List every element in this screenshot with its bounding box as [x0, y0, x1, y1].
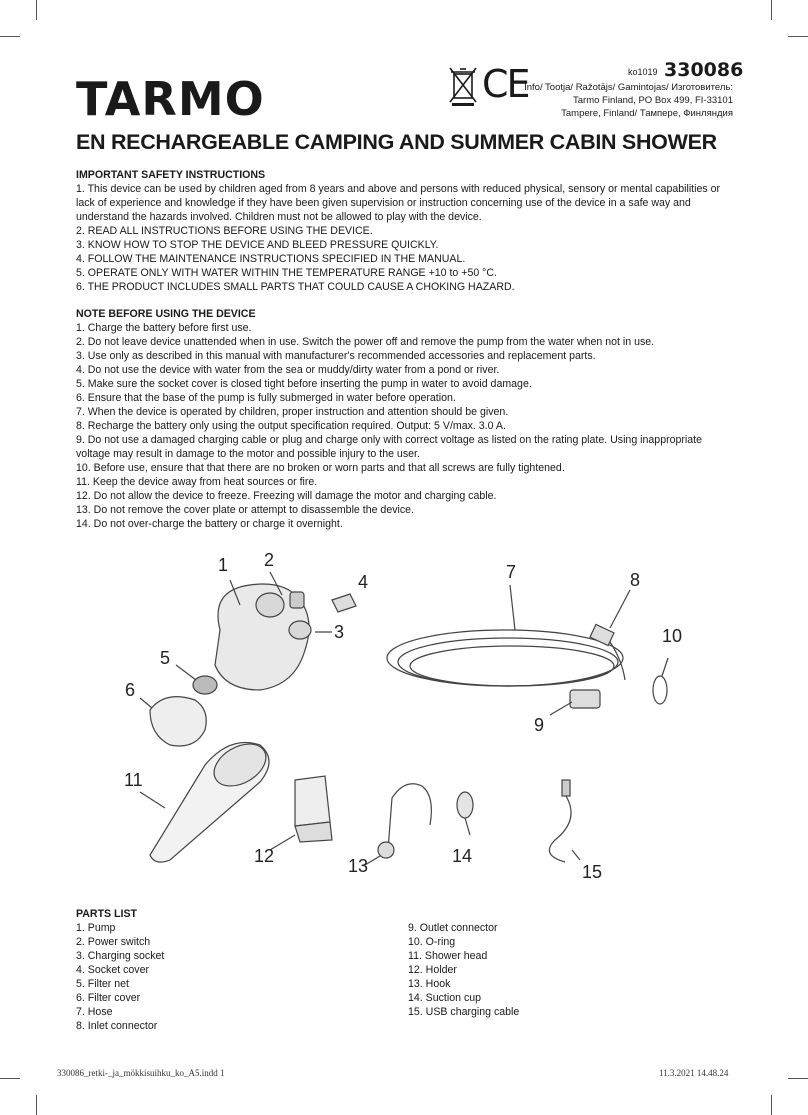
- crop-mark: [36, 0, 37, 20]
- safety-heading: IMPORTANT SAFETY INSTRUCTIONS: [76, 169, 266, 181]
- safety-section: IMPORTANT SAFETY INSTRUCTIONS 1. This de…: [76, 168, 736, 294]
- compliance-marks: [446, 64, 536, 108]
- crop-mark: [0, 1078, 20, 1079]
- info-line: Tarmo Finland, PO Box 499, FI-33101: [573, 95, 733, 106]
- info-line: Tampere, Finland/ Тампере, Финляндия: [561, 108, 733, 119]
- safety-item: 6. THE PRODUCT INCLUDES SMALL PARTS THAT…: [76, 281, 515, 293]
- part-item: 12. Holder: [408, 964, 457, 976]
- info-line: Info/ Tootja/ Ražotājs/ Gamintojas/ Изго…: [524, 82, 733, 93]
- figure-label: 14: [452, 846, 473, 866]
- figure-label: 6: [125, 680, 136, 700]
- safety-item: 4. FOLLOW THE MAINTENANCE INSTRUCTIONS S…: [76, 253, 466, 265]
- part-item: 11. Shower head: [408, 950, 488, 962]
- notes-section: NOTE BEFORE USING THE DEVICE 1. Charge t…: [76, 307, 736, 531]
- note-item: 12. Do not allow the device to freeze. F…: [76, 490, 497, 502]
- figure-label: 7: [506, 562, 517, 582]
- note-item: 13. Do not remove the cover plate or att…: [76, 504, 415, 516]
- brand-logo: TARMO: [76, 72, 265, 126]
- figure-label: 2: [264, 550, 275, 570]
- part-item: 8. Inlet connector: [76, 1020, 158, 1032]
- safety-item: 2. READ ALL INSTRUCTIONS BEFORE USING TH…: [76, 225, 373, 237]
- product-code: 330086: [664, 59, 744, 81]
- crop-mark: [771, 1095, 772, 1115]
- part-item: 1. Pump: [76, 922, 116, 934]
- figure-label: 12: [254, 846, 275, 866]
- part-item: 5. Filter net: [76, 978, 129, 990]
- figure-label: 5: [160, 648, 171, 668]
- crop-mark: [788, 1078, 808, 1079]
- parts-list-col2: 9. Outlet connector 10. O-ring 11. Showe…: [408, 921, 519, 1019]
- part-item: 7. Hose: [76, 1006, 113, 1018]
- note-item: 1. Charge the battery before first use.: [76, 322, 252, 334]
- note-item: 3. Use only as described in this manual …: [76, 350, 596, 362]
- figure-label: 13: [348, 856, 369, 876]
- parts-illustration: 1 2 3 4 5 6 7 8 9 10 11 12 13 14 15: [110, 550, 710, 890]
- note-item: 9. Do not use a damaged charging cable o…: [76, 434, 703, 460]
- parts-drawing: [139, 571, 669, 866]
- figure-label: 15: [582, 862, 603, 882]
- parts-heading: PARTS LIST: [76, 908, 138, 920]
- parts-list-col1: PARTS LIST 1. Pump 2. Power switch 3. Ch…: [76, 907, 164, 1033]
- note-item: 11. Keep the device away from heat sourc…: [76, 476, 318, 488]
- part-item: 3. Charging socket: [76, 950, 165, 962]
- weee-bin-icon: [449, 67, 477, 106]
- figure-label: 11: [124, 770, 143, 790]
- note-item: 7. When the device is operated by childr…: [76, 406, 509, 418]
- part-item: 2. Power switch: [76, 936, 151, 948]
- figure-label: 1: [218, 555, 229, 575]
- footer-date: 11.3.2021 14.48.24: [659, 1068, 729, 1078]
- crop-mark: [771, 0, 772, 20]
- safety-item: 5. OPERATE ONLY WITH WATER WITHIN THE TE…: [76, 267, 498, 279]
- ce-mark: CE: [482, 62, 531, 106]
- note-item: 14. Do not over-charge the battery or ch…: [76, 518, 343, 530]
- page-title: EN RECHARGEABLE CAMPING AND SUMMER CABIN…: [76, 130, 717, 154]
- safety-item: 1. This device can be used by children a…: [76, 183, 721, 223]
- note-item: 5. Make sure the socket cover is closed …: [76, 378, 532, 390]
- part-item: 14. Suction cup: [408, 992, 482, 1004]
- part-item: 9. Outlet connector: [408, 922, 498, 934]
- footer-file: 330086_retki-_ja_mökkisuihku_ko_A5.indd …: [57, 1068, 225, 1078]
- figure-label: 9: [534, 715, 545, 735]
- note-item: 8. Recharge the battery only using the o…: [76, 420, 506, 432]
- crop-mark: [788, 36, 808, 37]
- crop-mark: [0, 36, 20, 37]
- manufacturer-info: Info/ Tootja/ Ražotājs/ Gamintojas/ Изго…: [524, 81, 733, 120]
- figure-label: 4: [358, 572, 369, 592]
- crop-mark: [36, 1095, 37, 1115]
- part-item: 10. O-ring: [408, 936, 456, 948]
- figure-label: 10: [662, 626, 683, 646]
- note-item: 2. Do not leave device unattended when i…: [76, 336, 655, 348]
- note-item: 4. Do not use the device with water from…: [76, 364, 500, 376]
- code-small: ko1019: [628, 67, 658, 77]
- part-item: 6. Filter cover: [76, 992, 141, 1004]
- note-item: 10. Before use, ensure that that there a…: [76, 462, 565, 474]
- notes-heading: NOTE BEFORE USING THE DEVICE: [76, 308, 256, 320]
- part-item: 4. Socket cover: [76, 964, 150, 976]
- figure-label: 3: [334, 622, 345, 642]
- part-item: 15. USB charging cable: [408, 1006, 520, 1018]
- figure-label: 8: [630, 570, 641, 590]
- part-item: 13. Hook: [408, 978, 451, 990]
- note-item: 6. Ensure that the base of the pump is f…: [76, 392, 456, 404]
- safety-item: 3. KNOW HOW TO STOP THE DEVICE AND BLEED…: [76, 239, 439, 251]
